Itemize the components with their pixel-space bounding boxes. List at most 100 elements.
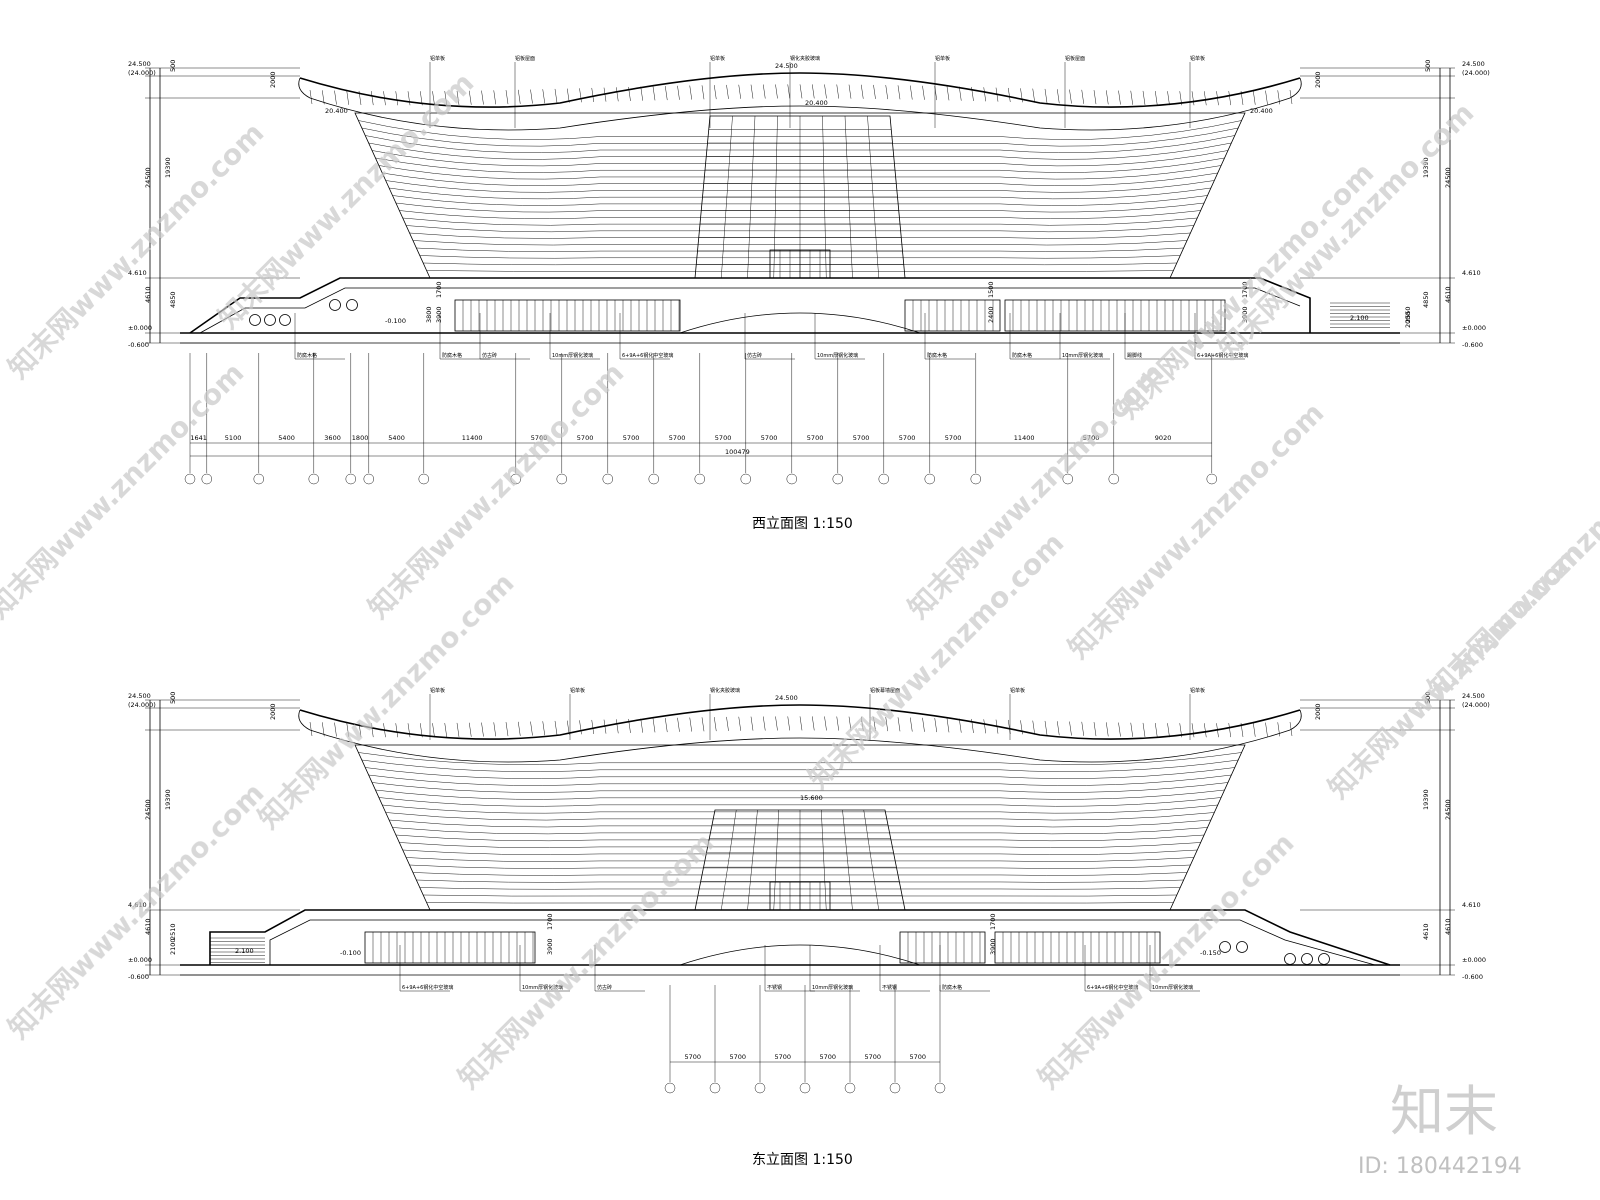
vertical-dimension: 500 bbox=[169, 60, 177, 72]
roof-ribs bbox=[309, 84, 1293, 106]
vertical-dimension: 4610 bbox=[1444, 286, 1452, 303]
vertical-dimension: 4610 bbox=[1422, 923, 1430, 940]
inner-dimension: 1700 bbox=[435, 281, 443, 298]
total-dimension: 100479 bbox=[725, 448, 750, 456]
bay-dimension: 11400 bbox=[462, 434, 483, 442]
level-mark-left: 24.500 bbox=[128, 692, 151, 700]
axis-bubble bbox=[889, 1082, 901, 1094]
material-note: 铝单板 bbox=[1190, 687, 1205, 694]
axis-bubble bbox=[201, 473, 213, 485]
bay-dimension: 5700 bbox=[820, 1053, 837, 1061]
inner-dimension: 2400 bbox=[987, 306, 995, 323]
axis-bubble bbox=[970, 473, 982, 485]
roof-end-left bbox=[298, 77, 311, 99]
axis-bubble bbox=[418, 473, 430, 485]
level-mark: 2.100 bbox=[235, 947, 254, 955]
vertical-dimension: 2000 bbox=[1314, 71, 1322, 88]
vertical-dimension: 24500 bbox=[144, 799, 152, 820]
bay-dimension: 5700 bbox=[623, 434, 640, 442]
material-note: 铝单板 bbox=[1190, 55, 1205, 62]
level-mark-right: 4.610 bbox=[1462, 269, 1481, 277]
axis-bubble bbox=[878, 473, 890, 485]
east-elevation: 24.500(24.000)4.610±0.000-0.60024.500(24… bbox=[128, 687, 1490, 1168]
vertical-dimension: 500 bbox=[1424, 60, 1432, 72]
bay-dimension: 5700 bbox=[577, 434, 594, 442]
bay-dimension: 5400 bbox=[388, 434, 405, 442]
material-note: 10mm厚钢化玻璃 bbox=[1152, 984, 1193, 991]
roof-level-mark: 24.500 bbox=[775, 694, 798, 702]
round-window bbox=[279, 314, 291, 326]
watermark-text: 知末网www.znzmo.com bbox=[2, 776, 271, 1045]
material-note: 铝单板 bbox=[430, 55, 445, 62]
bay-dimension: 11400 bbox=[1014, 434, 1035, 442]
level-mark-right: ±0.000 bbox=[1462, 956, 1486, 964]
inner-dimension: 3900 bbox=[435, 306, 443, 323]
material-note: 铝单板 bbox=[1010, 687, 1025, 694]
vertical-dimension: 4610 bbox=[144, 286, 152, 303]
axis-bubble bbox=[832, 473, 844, 485]
vertical-dimension: 19390 bbox=[164, 789, 172, 810]
vertical-dimension: 500 bbox=[169, 692, 177, 704]
bay-dimension: 5700 bbox=[853, 434, 870, 442]
material-note: 10mm厚钢化玻璃 bbox=[522, 984, 563, 991]
roof-level-mark: 20.400 bbox=[805, 99, 828, 107]
bay-dimension: 5700 bbox=[531, 434, 548, 442]
level-mark-right: 24.500 bbox=[1462, 692, 1485, 700]
axis-bubble bbox=[308, 473, 320, 485]
entrance-canopy bbox=[679, 312, 921, 334]
bay-dimension: 5700 bbox=[685, 1053, 702, 1061]
material-note: 防腐木格 bbox=[442, 352, 462, 359]
bay-dimension: 5700 bbox=[730, 1053, 747, 1061]
watermark-text: 知末网www.znzmo.com bbox=[1422, 436, 1600, 705]
level-mark: -0.100 bbox=[340, 949, 361, 957]
axis-bubble bbox=[844, 1082, 856, 1094]
material-note: 铝单板 bbox=[570, 687, 585, 694]
material-note: 铝板屋面 bbox=[1065, 55, 1085, 62]
axis-bubble bbox=[556, 473, 568, 485]
material-note: 10mm厚钢化玻璃 bbox=[817, 352, 858, 359]
level-mark-left: -0.600 bbox=[128, 973, 149, 981]
axis-bubble bbox=[345, 473, 357, 485]
bay-dimension: 5700 bbox=[715, 434, 732, 442]
material-note: 6+9A+6钢化中空玻璃 bbox=[1087, 984, 1138, 991]
axis-bubble bbox=[510, 473, 522, 485]
vertical-dimension: 4610 bbox=[1444, 918, 1452, 935]
material-note: 铝单板 bbox=[710, 55, 725, 62]
level-mark-left: ±0.000 bbox=[128, 956, 152, 964]
material-note: 钢化夹胶玻璃 bbox=[790, 55, 820, 62]
axis-bubble bbox=[648, 473, 660, 485]
axis-bubble bbox=[1108, 473, 1120, 485]
vertical-dimension: 2550 bbox=[1404, 306, 1412, 323]
watermark-text: 知末网www.znzmo.com bbox=[0, 356, 250, 625]
inner-dimension: 3800 bbox=[425, 306, 433, 323]
axis-bubble bbox=[253, 473, 265, 485]
inner-dimension: 1700 bbox=[546, 913, 554, 930]
bay-dimension: 5700 bbox=[899, 434, 916, 442]
level-mark-right: -0.600 bbox=[1462, 973, 1483, 981]
round-window bbox=[1301, 953, 1313, 965]
material-note: 踢脚线 bbox=[1127, 352, 1142, 359]
inner-dimension: 1700 bbox=[1241, 281, 1249, 298]
roof-end-right bbox=[1289, 709, 1302, 731]
storefront-bay bbox=[904, 299, 1001, 332]
level-mark-right: (24.000) bbox=[1462, 701, 1490, 709]
vertical-dimension: 4850 bbox=[1422, 291, 1430, 308]
drawing-title: 东立面图 1:150 bbox=[752, 1152, 853, 1168]
vertical-dimension: 500 bbox=[1424, 692, 1432, 704]
inner-dimension: 3900 bbox=[1241, 306, 1249, 323]
inner-dimension: 1700 bbox=[989, 913, 997, 930]
vertical-dimension: 2000 bbox=[1404, 311, 1412, 328]
bay-dimension: 5700 bbox=[761, 434, 778, 442]
vertical-dimension: 2000 bbox=[1314, 703, 1322, 720]
level-mark: 2.100 bbox=[1350, 314, 1369, 322]
bay-dimension: 9020 bbox=[1155, 434, 1172, 442]
material-note: 防腐木格 bbox=[297, 352, 317, 359]
bay-dimension: 5700 bbox=[669, 434, 686, 442]
level-mark-left: 24.500 bbox=[128, 60, 151, 68]
level-mark-left: (24.000) bbox=[128, 69, 156, 77]
material-note: 钢化夹胶玻璃 bbox=[710, 687, 740, 694]
storefront-bay bbox=[454, 299, 681, 332]
round-window bbox=[1284, 953, 1296, 965]
roof-canopy-top bbox=[299, 72, 1301, 108]
